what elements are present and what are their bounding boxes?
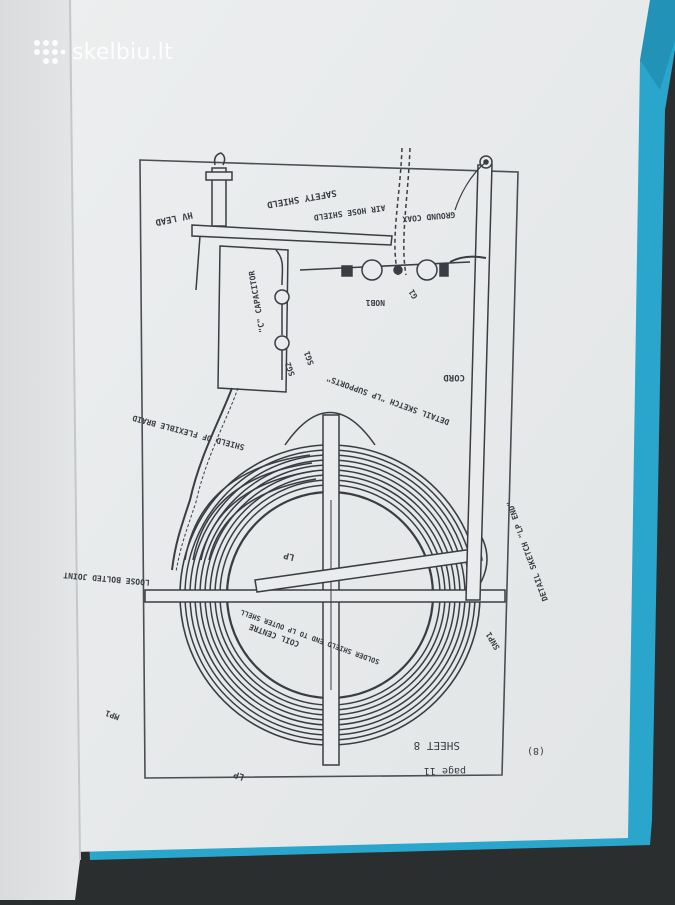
page-fold (69, 0, 81, 861)
flexible-braid (171, 387, 233, 571)
page-mark: (8) (527, 745, 545, 756)
lp-support-arc (284, 411, 376, 446)
sheet-labels: SHEET 8 page 11 (8) (414, 739, 545, 776)
sheet-number: SHEET 8 (414, 739, 460, 752)
spark-gap-2 (416, 259, 438, 281)
flat-spiral (184, 454, 317, 561)
label-g1: G1 (407, 287, 420, 300)
left-page (0, 0, 80, 900)
watermark-text: skelbiu.lt (72, 39, 173, 65)
page-number: page 11 (424, 765, 466, 776)
capacitor-box (217, 245, 289, 393)
label-cord: CORD (443, 372, 465, 382)
diagonal-bar (254, 547, 483, 593)
horizontal-support (144, 589, 506, 603)
label-lp-lower: LP (232, 768, 246, 781)
watermark-dots-icon (34, 40, 66, 64)
schematic-drawing (144, 147, 506, 766)
skelbiu-watermark: skelbiu.lt (32, 38, 173, 66)
safety-shield-bar (191, 224, 393, 246)
label-lp-upper: LP (282, 549, 296, 562)
drawing-border (139, 159, 519, 779)
hv-lead-post (211, 167, 227, 227)
label-nob1: NOB1 (366, 298, 385, 307)
spark-gap-1 (361, 259, 383, 281)
